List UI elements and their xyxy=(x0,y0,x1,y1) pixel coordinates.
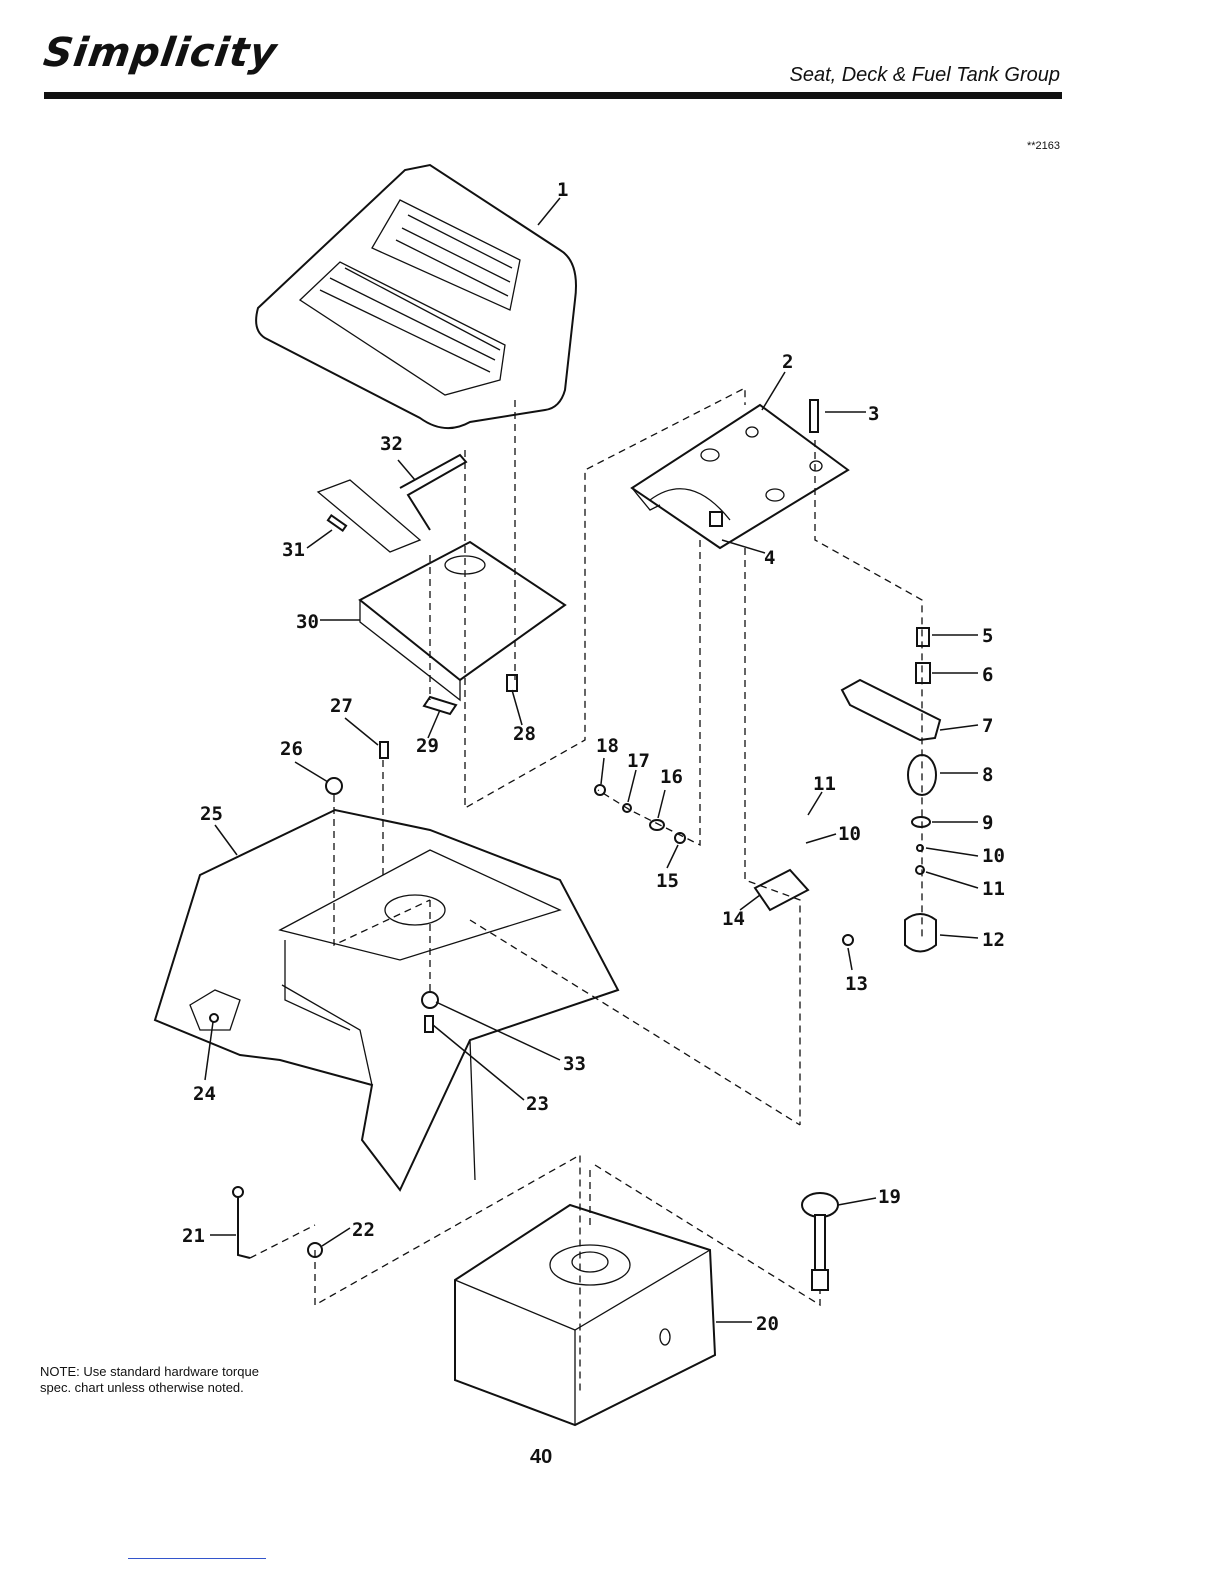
callout-17: 17 xyxy=(627,750,650,772)
callout-25: 25 xyxy=(200,803,223,825)
washer-33-part xyxy=(422,992,438,1008)
small-spring-part xyxy=(916,663,930,683)
washer-part xyxy=(912,817,930,827)
screw-23-part xyxy=(425,1016,433,1032)
callout-24: 24 xyxy=(193,1083,216,1105)
screw-27-part xyxy=(380,742,388,758)
nut-24-part xyxy=(210,1014,218,1022)
callout-32: 32 xyxy=(380,433,403,455)
fuel-line xyxy=(238,1195,250,1258)
washer-16-part xyxy=(650,820,664,830)
callout-5: 5 xyxy=(982,625,993,647)
callout-26: 26 xyxy=(280,738,303,760)
callout-16: 16 xyxy=(660,766,683,788)
callout-31: 31 xyxy=(282,539,305,561)
callout-18: 18 xyxy=(596,735,619,757)
pin-3-part xyxy=(810,400,818,432)
footer-rule xyxy=(128,1558,266,1559)
callout-12: 12 xyxy=(982,929,1005,951)
grommet-26-part xyxy=(326,778,342,794)
callout-30: 30 xyxy=(296,611,319,633)
callout-3: 3 xyxy=(868,403,879,425)
pivot-arm-part xyxy=(842,680,940,740)
seat-hinge-plate xyxy=(360,542,565,700)
decal-pin xyxy=(328,515,346,530)
callout-11a: 11 xyxy=(813,773,836,795)
torque-note: NOTE: Use standard hardware torque spec.… xyxy=(40,1364,280,1396)
callout-20: 20 xyxy=(756,1313,779,1335)
callout-10a: 10 xyxy=(838,823,861,845)
bolt-part xyxy=(843,935,853,945)
fender-deck xyxy=(155,810,618,1190)
callout-15: 15 xyxy=(656,870,679,892)
seat-switch-bracket xyxy=(755,870,808,910)
callout-4: 4 xyxy=(764,547,775,569)
callout-23: 23 xyxy=(526,1093,549,1115)
spacer-part xyxy=(917,628,929,646)
callout-29: 29 xyxy=(416,735,439,757)
fuel-tank xyxy=(455,1205,715,1425)
callout-21: 21 xyxy=(182,1225,205,1247)
tab-4-part xyxy=(710,512,722,526)
callout-14: 14 xyxy=(722,908,745,930)
callout-13: 13 xyxy=(845,973,868,995)
callout-7: 7 xyxy=(982,715,993,737)
callout-22: 22 xyxy=(352,1219,375,1241)
callout-9: 9 xyxy=(982,812,993,834)
callout-1: 1 xyxy=(557,179,568,201)
callout-33: 33 xyxy=(563,1053,586,1075)
callout-28: 28 xyxy=(513,723,536,745)
callout-8: 8 xyxy=(982,764,993,786)
callout-11b: 11 xyxy=(982,878,1005,900)
callout-2: 2 xyxy=(782,351,793,373)
callout-27: 27 xyxy=(330,695,353,717)
seat-rod-clip xyxy=(400,455,466,530)
fuel-line-fitting xyxy=(233,1187,243,1197)
nut-part xyxy=(916,866,924,874)
page-number: 40 xyxy=(530,1446,552,1469)
bumper-part xyxy=(905,914,936,952)
seat-part xyxy=(256,165,576,428)
callout-6: 6 xyxy=(982,664,993,686)
callout-19: 19 xyxy=(878,1186,901,1208)
fuel-cap-sender xyxy=(802,1193,838,1290)
callout-10b: 10 xyxy=(982,845,1005,867)
